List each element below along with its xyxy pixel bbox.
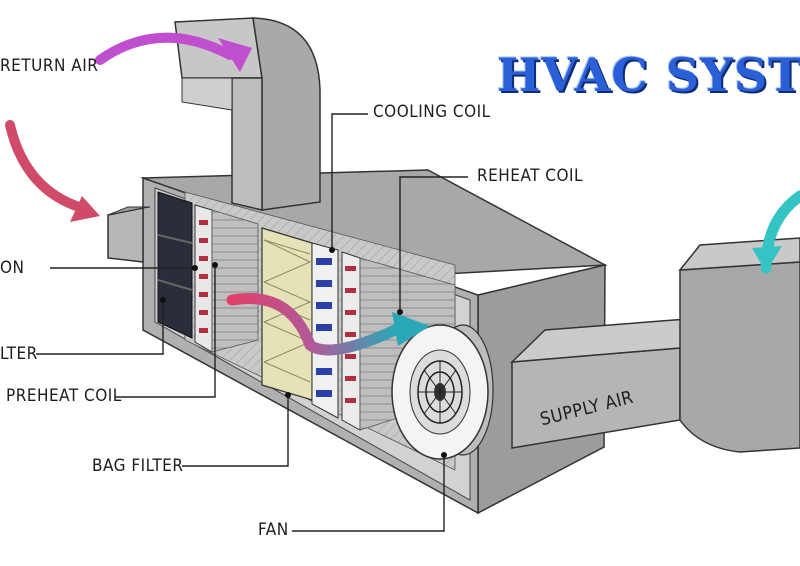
label-filter: LTER [0,344,38,364]
label-bag-filter: BAG FILTER [92,456,184,476]
label-preheat-coil: PREHEAT COIL [6,386,122,406]
leader-dots [160,247,447,458]
intake-air-arrow [5,120,100,222]
label-fan: FAN [258,520,289,540]
supply-air-arrow [752,190,800,274]
page-title: HVAC SYST [497,48,800,102]
leader-preheat-coil [115,265,216,398]
preheat-coil [194,204,259,353]
cooling-coil [311,242,339,419]
fan [391,324,494,460]
leader-bag-filter [182,395,289,467]
label-section: ON [0,258,25,278]
leader-lines [36,113,468,532]
leader-reheat-coil [399,176,468,312]
supply-air-duct [509,237,800,453]
internal-flow-arrow [226,293,430,356]
leader-filter [36,300,164,355]
label-reheat-coil: REHEAT COIL [477,166,584,186]
return-inlet-stub [107,206,151,263]
label-return-air: RETURN AIR [0,56,99,76]
panel-filter [157,191,193,339]
leader-fan [292,455,445,532]
label-cooling-coil: COOLING COIL [373,102,491,122]
leader-cooling-coil [331,113,368,250]
return-air-arrow [95,32,252,72]
